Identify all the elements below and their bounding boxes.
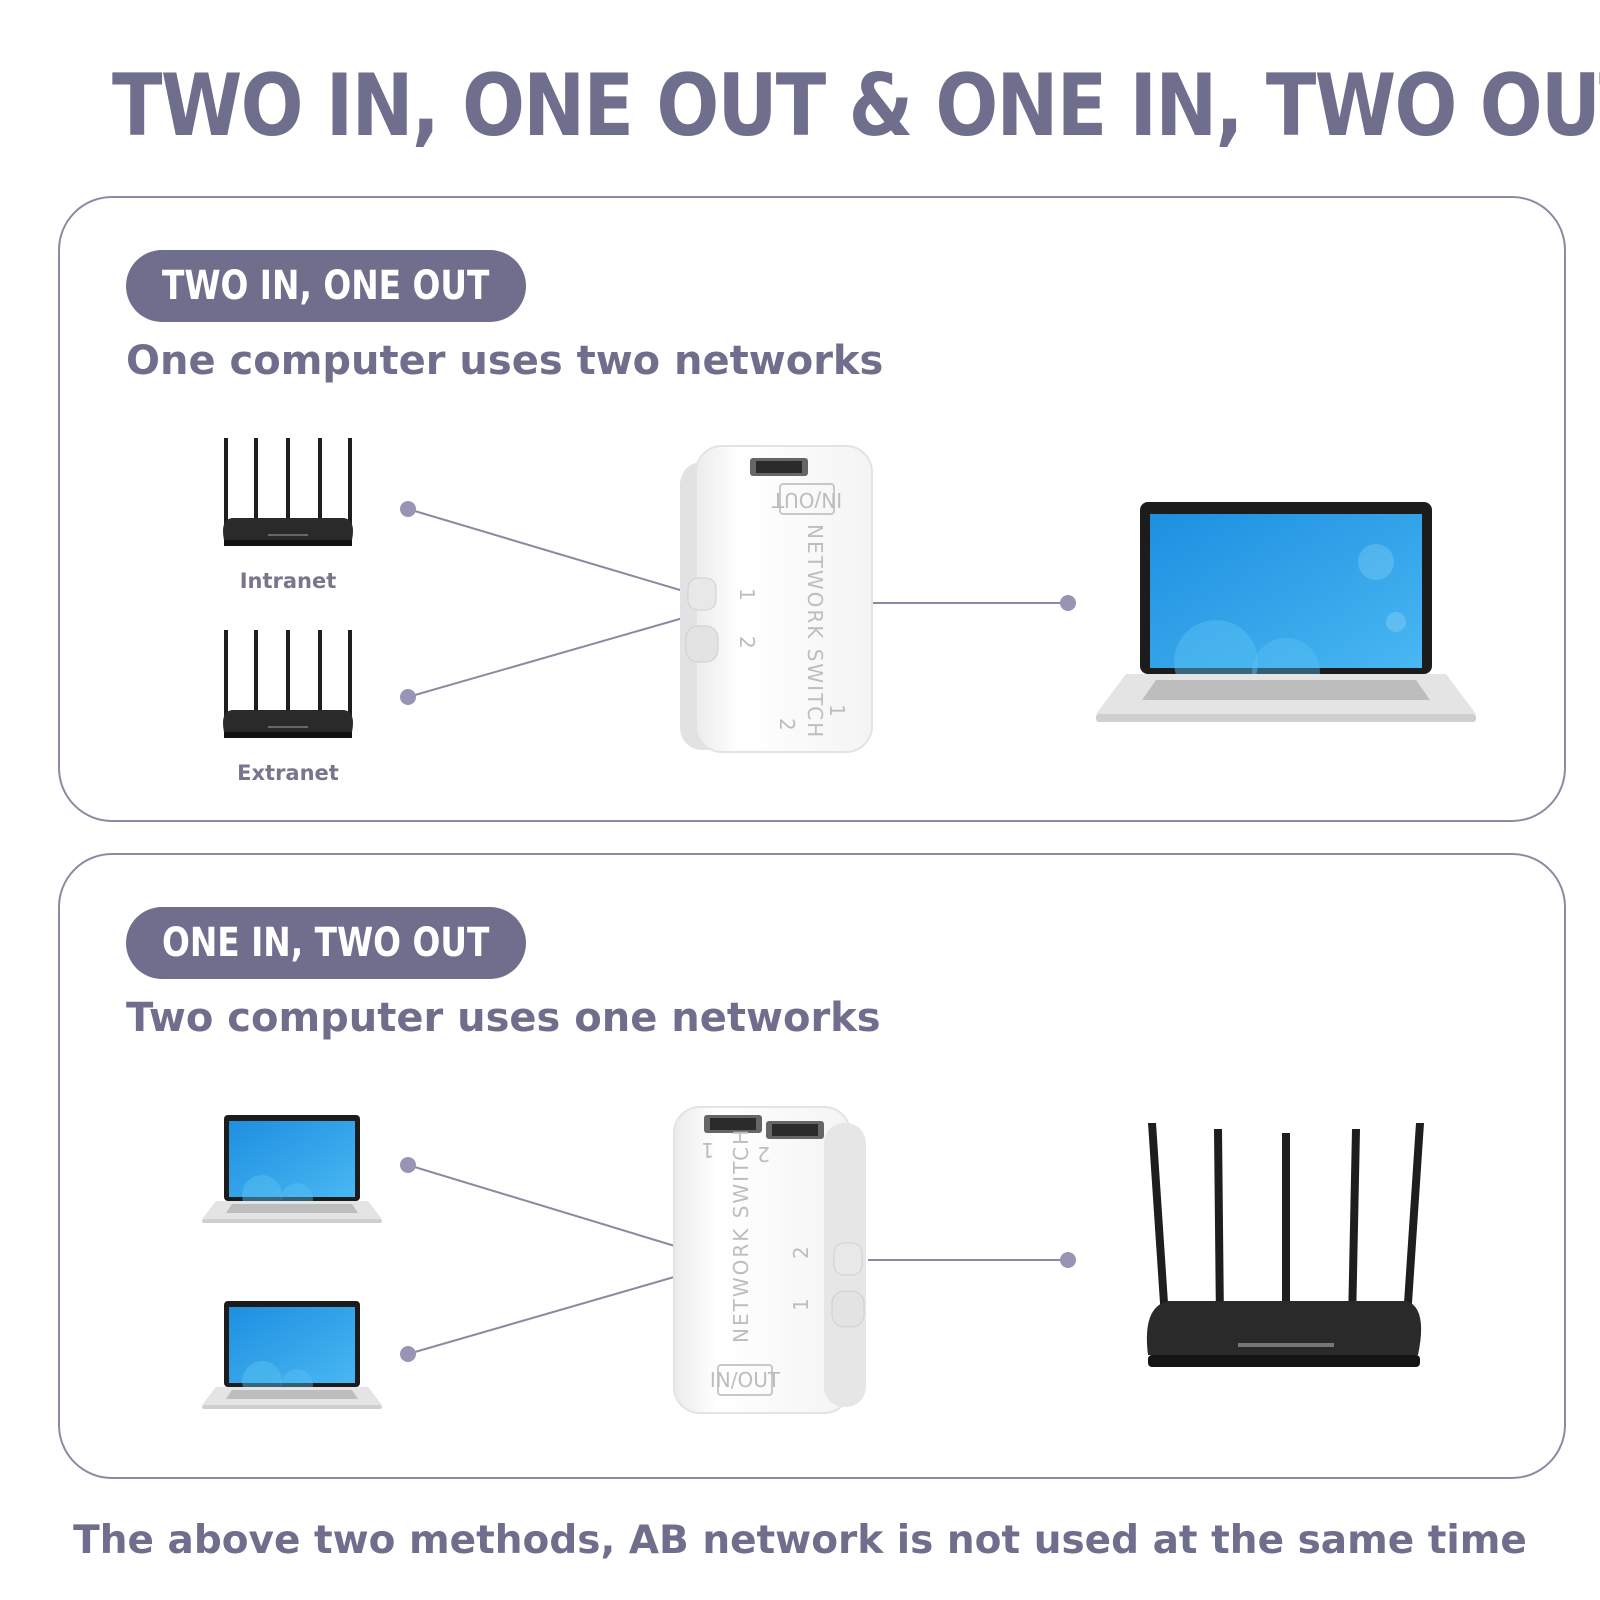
laptop-2-icon [202, 1301, 382, 1409]
extranet-connector-line [407, 615, 691, 698]
port-number-2: 2 [775, 718, 799, 731]
laptop-1-connector-line [407, 1164, 689, 1251]
intranet-connector-line [407, 508, 691, 594]
switch-button-2 [833, 1242, 863, 1276]
connector-dot-icon [400, 1157, 416, 1173]
switch-button-1 [687, 577, 717, 611]
extranet-label: Extranet [237, 761, 339, 785]
laptop-1-icon [202, 1115, 382, 1223]
one-in-two-out-subtitle: Two computer uses one networks [126, 995, 881, 1041]
two-in-one-out-panel: TWO IN, ONE OUT One computer uses two ne… [58, 196, 1566, 822]
port-number-1: 1 [825, 704, 849, 717]
switch-brand-text: NETWORK SWITCH [803, 524, 827, 739]
button-number-2: 2 [789, 1246, 813, 1259]
intranet-router-icon [223, 438, 353, 546]
network-switch-icon: IN/OUT NETWORK SWITCH 1 2 2 1 [680, 445, 873, 753]
button-number-2: 2 [735, 636, 759, 649]
router-icon [1146, 1123, 1424, 1367]
footer-note: The above two methods, AB network is not… [73, 1518, 1527, 1563]
laptop-2-connector-line [407, 1272, 689, 1355]
two-in-one-out-subtitle: One computer uses two networks [126, 338, 884, 384]
page-title: TWO IN, ONE OUT & ONE IN, TWO OUT [112, 56, 1600, 156]
connector-dot-icon [400, 1346, 416, 1362]
switch-port-label: IN/OUT [771, 488, 842, 512]
connector-dot-icon [400, 689, 416, 705]
switch-button-2 [685, 625, 719, 663]
switch-button-1 [831, 1290, 865, 1328]
one-in-two-out-pill: ONE IN, TWO OUT [126, 907, 526, 979]
laptop-icon [1096, 502, 1476, 722]
two-in-one-out-pill: TWO IN, ONE OUT [126, 250, 526, 322]
two-in-one-out-diagram: Intranet Extranet IN/OUT NETWORK SWITCH … [223, 438, 1476, 785]
connector-dot-icon [1060, 1252, 1076, 1268]
port-number-1: 1 [701, 1138, 714, 1162]
extranet-router-icon [223, 630, 353, 738]
switch-port-label: IN/OUT [710, 1368, 781, 1392]
one-in-two-out-panel: ONE IN, TWO OUT Two computer uses one ne… [58, 853, 1566, 1479]
intranet-label: Intranet [240, 569, 337, 593]
port-number-2: 2 [757, 1142, 770, 1166]
one-in-two-out-diagram: 1 2 NETWORK SWITCH IN/OUT 2 1 [202, 1106, 1424, 1414]
switch-brand-text: NETWORK SWITCH [729, 1128, 753, 1343]
network-switch-icon: 1 2 NETWORK SWITCH IN/OUT 2 1 [673, 1106, 866, 1414]
button-number-1: 1 [735, 588, 759, 601]
connector-dot-icon [1060, 595, 1076, 611]
button-number-1: 1 [789, 1298, 813, 1311]
connector-dot-icon [400, 501, 416, 517]
